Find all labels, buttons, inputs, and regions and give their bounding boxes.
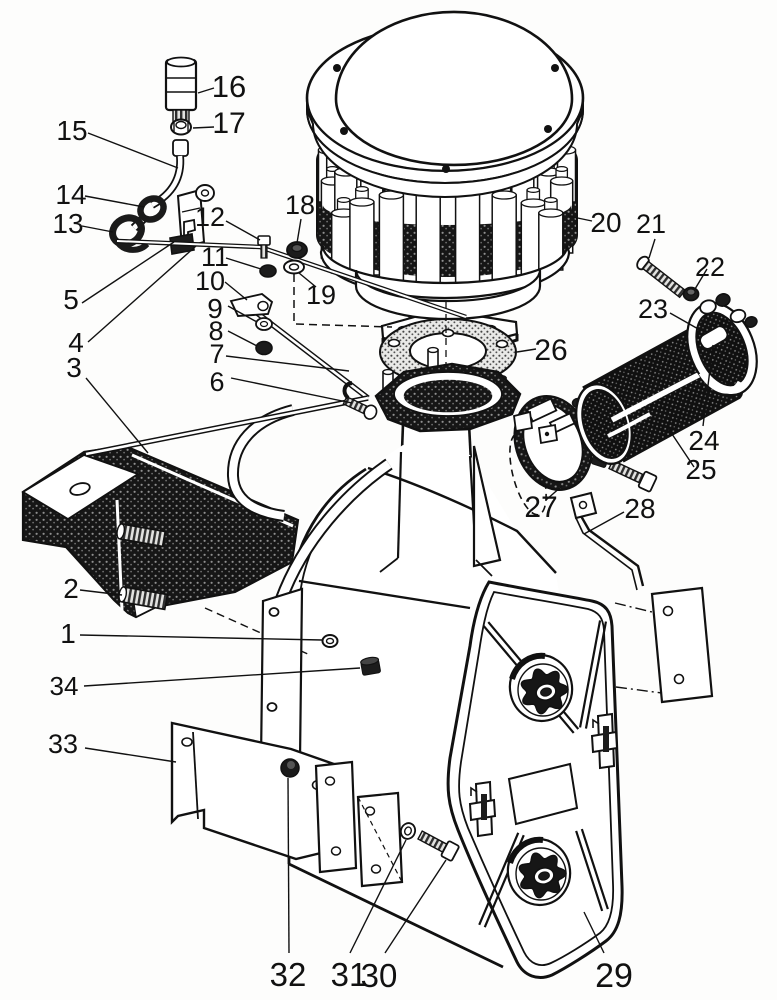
svg-text:4: 4 (68, 327, 84, 358)
svg-text:19: 19 (306, 280, 336, 310)
svg-text:17: 17 (212, 107, 245, 140)
svg-text:3: 3 (66, 352, 82, 383)
svg-text:6: 6 (209, 367, 224, 397)
svg-text:26: 26 (534, 334, 567, 367)
svg-text:33: 33 (48, 729, 78, 759)
svg-text:25: 25 (685, 454, 716, 485)
svg-text:13: 13 (52, 208, 83, 239)
svg-text:28: 28 (624, 493, 655, 524)
svg-text:30: 30 (361, 957, 398, 994)
svg-text:21: 21 (636, 209, 666, 239)
svg-text:24: 24 (688, 425, 719, 456)
svg-text:22: 22 (695, 252, 725, 282)
svg-text:23: 23 (638, 294, 668, 324)
svg-text:1: 1 (60, 618, 76, 649)
svg-text:20: 20 (590, 207, 621, 238)
svg-text:2: 2 (63, 573, 79, 604)
svg-text:10: 10 (195, 266, 225, 296)
svg-text:27: 27 (524, 491, 557, 524)
svg-text:12: 12 (195, 202, 225, 232)
svg-text:14: 14 (55, 179, 86, 210)
svg-text:34: 34 (50, 671, 79, 701)
svg-text:8: 8 (208, 316, 223, 346)
svg-text:18: 18 (285, 190, 315, 220)
svg-text:16: 16 (212, 69, 246, 104)
svg-text:7: 7 (209, 339, 224, 369)
svg-text:29: 29 (595, 957, 633, 995)
svg-text:31: 31 (331, 956, 368, 993)
svg-text:32: 32 (270, 956, 307, 993)
svg-text:15: 15 (56, 115, 87, 146)
svg-text:11: 11 (201, 242, 229, 272)
svg-text:9: 9 (207, 293, 223, 324)
svg-text:5: 5 (63, 284, 79, 315)
